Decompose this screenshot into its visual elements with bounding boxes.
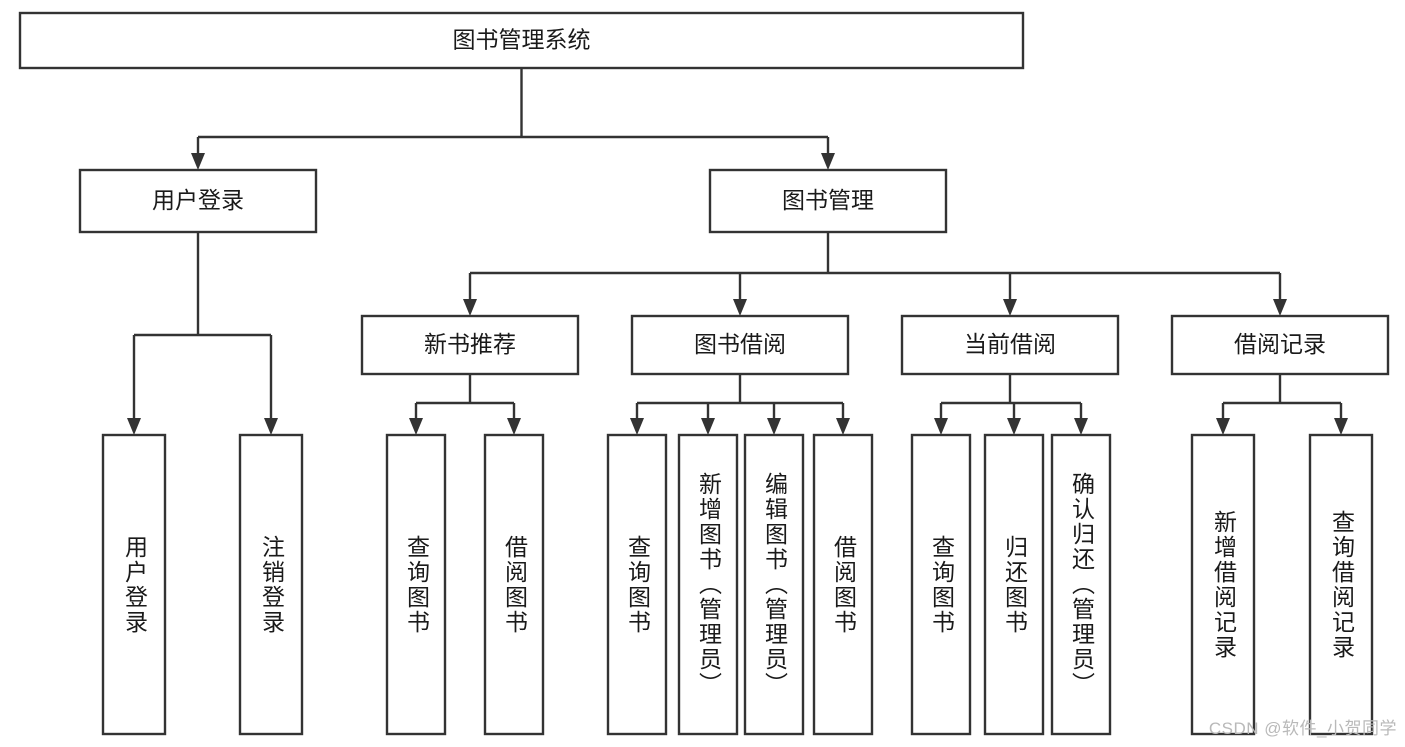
connector-layer xyxy=(127,68,1348,435)
node-level2-label-0: 用户登录 xyxy=(152,187,244,213)
arrow-head-icon xyxy=(733,299,747,316)
arrow-head-icon xyxy=(1216,418,1230,435)
node-level2-1[interactable] xyxy=(708,168,948,234)
arrow-head-icon xyxy=(1273,299,1287,316)
arrow-head-icon xyxy=(1334,418,1348,435)
arrow-head-icon xyxy=(264,418,278,435)
node-leaf-2[interactable] xyxy=(385,433,447,736)
arrow-head-icon xyxy=(767,418,781,435)
node-leaf-10[interactable] xyxy=(1050,433,1112,736)
node-leaf-4[interactable] xyxy=(606,433,668,736)
node-leaf-11[interactable] xyxy=(1190,433,1256,736)
node-leaf-3[interactable] xyxy=(483,433,545,736)
arrow-head-icon xyxy=(1003,299,1017,316)
node-level3-label-2: 当前借阅 xyxy=(964,331,1056,357)
arrow-head-icon xyxy=(821,153,835,170)
node-leaf-6[interactable] xyxy=(743,433,805,736)
node-leaf-8[interactable] xyxy=(910,433,972,736)
node-root[interactable] xyxy=(18,11,1025,70)
arrow-head-icon xyxy=(630,418,644,435)
arrow-head-icon xyxy=(463,299,477,316)
node-level3-label-0: 新书推荐 xyxy=(424,331,516,357)
node-level3-2[interactable] xyxy=(900,314,1120,376)
node-level3-0[interactable] xyxy=(360,314,580,376)
node-level3-label-3: 借阅记录 xyxy=(1234,331,1326,357)
node-level3-label-1: 图书借阅 xyxy=(694,331,786,357)
node-leaf-1[interactable] xyxy=(238,433,304,736)
node-level3-1[interactable] xyxy=(630,314,850,376)
node-level2-0[interactable] xyxy=(78,168,318,234)
node-root-label: 图书管理系统 xyxy=(453,27,591,53)
arrow-head-icon xyxy=(1074,418,1088,435)
node-leaf-5[interactable] xyxy=(677,433,739,736)
node-leaf-9[interactable] xyxy=(983,433,1045,736)
node-level2-label-1: 图书管理 xyxy=(782,187,874,213)
arrow-head-icon xyxy=(836,418,850,435)
node-level3-3[interactable] xyxy=(1170,314,1390,376)
watermark: CSDN @软件_小贺同学 xyxy=(1208,719,1397,738)
arrow-head-icon xyxy=(409,418,423,435)
arrow-head-icon xyxy=(1007,418,1021,435)
node-leaf-7[interactable] xyxy=(812,433,874,736)
node-leaf-0[interactable] xyxy=(101,433,167,736)
arrow-head-icon xyxy=(701,418,715,435)
arrow-head-icon xyxy=(507,418,521,435)
arrow-head-icon xyxy=(127,418,141,435)
node-leaf-12[interactable] xyxy=(1308,433,1374,736)
arrow-head-icon xyxy=(934,418,948,435)
node-box-layer xyxy=(18,11,1390,736)
arrow-head-icon xyxy=(191,153,205,170)
